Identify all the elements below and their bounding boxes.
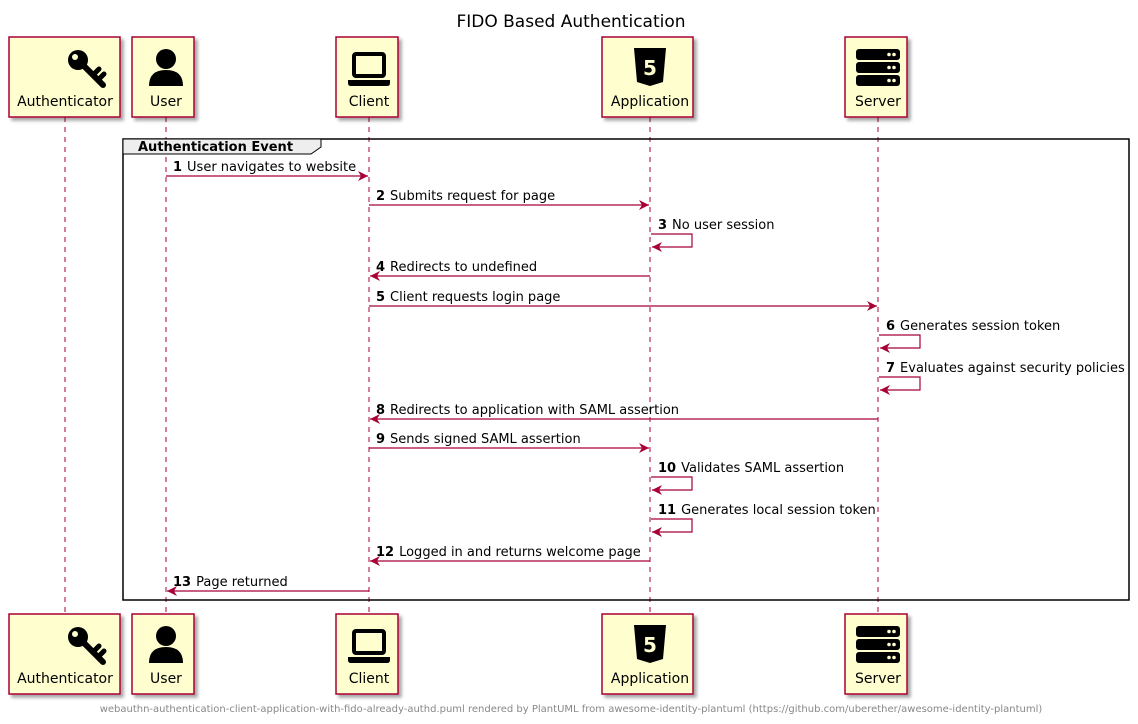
key-icon — [68, 50, 107, 88]
message-label: 12 Logged in and returns welcome page — [376, 545, 641, 560]
key-icon — [68, 627, 107, 665]
html5-icon: 5 — [634, 48, 666, 86]
message-label: 11 Generates local session token — [658, 503, 876, 518]
message-text: No user session — [672, 218, 774, 233]
html5-icon: 5 — [634, 625, 666, 663]
message-label: 5 Client requests login page — [376, 290, 560, 305]
message-label: 8 Redirects to application with SAML asse… — [376, 403, 679, 418]
participant-label: Application — [611, 671, 689, 687]
message-number: 3 — [658, 218, 667, 233]
participant-authenticator: Authenticator — [8, 613, 121, 695]
message-text: Redirects to application with SAML asser… — [390, 403, 679, 418]
participant-label: Server — [855, 671, 901, 687]
participant-label: Client — [349, 671, 390, 687]
message-4: 4 Redirects to undefined — [370, 260, 650, 281]
message-number: 13 — [173, 575, 191, 590]
group-frame: Authentication Event — [122, 138, 1130, 601]
message-label: 9 Sends signed SAML assertion — [376, 432, 581, 447]
message-number: 1 — [173, 160, 182, 175]
participant-label: Authenticator — [17, 671, 113, 687]
participant-server: Server — [844, 36, 908, 118]
message-7: 7 Evaluates against security policies — [879, 361, 1125, 395]
message-number: 4 — [376, 260, 385, 275]
message-text: Validates SAML assertion — [681, 461, 844, 476]
participant-label: Authenticator — [17, 94, 113, 110]
participant-user: User — [131, 36, 195, 118]
participant-label: Server — [855, 94, 901, 110]
message-number: 5 — [376, 290, 385, 305]
message-10: 10 Validates SAML assertion — [651, 461, 844, 495]
message-text: Submits request for page — [390, 189, 555, 204]
lifelines — [64, 117, 879, 614]
group-label: Authentication Event — [138, 140, 293, 155]
message-8: 8 Redirects to application with SAML asse… — [370, 403, 878, 424]
message-text: User navigates to website — [187, 160, 356, 175]
message-arrow — [651, 518, 693, 537]
message-text: Client requests login page — [390, 290, 560, 305]
laptop-icon — [348, 52, 390, 86]
message-2: 2 Submits request for page — [369, 189, 649, 210]
message-label: 3 No user session — [658, 218, 774, 233]
message-1: 1 User navigates to website — [166, 160, 368, 181]
message-label: 10 Validates SAML assertion — [658, 461, 844, 476]
message-label: 13 Page returned — [173, 575, 288, 590]
message-text: Redirects to undefined — [390, 260, 537, 275]
participant-server: Server — [844, 613, 908, 695]
messages: 1 User navigates to website 2 Submits reque… — [166, 160, 1125, 596]
message-text: Evaluates against security policies — [900, 361, 1125, 376]
participant-client: Client — [335, 613, 399, 695]
message-11: 11 Generates local session token — [651, 503, 876, 537]
message-text: Generates session token — [900, 319, 1060, 334]
message-label: 1 User navigates to website — [173, 160, 356, 175]
message-3: 3 No user session — [651, 218, 774, 252]
participant-label: Application — [611, 94, 689, 110]
message-arrow — [651, 476, 693, 495]
message-number: 12 — [376, 545, 394, 560]
participant-client: Client — [335, 36, 399, 118]
participant-authenticator: Authenticator — [8, 36, 121, 118]
message-text: Logged in and returns welcome page — [399, 545, 641, 560]
message-label: 7 Evaluates against security policies — [886, 361, 1125, 376]
participant-label: User — [150, 94, 182, 110]
message-6: 6 Generates session token — [879, 319, 1060, 353]
message-number: 9 — [376, 432, 385, 447]
message-number: 11 — [658, 503, 676, 518]
footer-caption: webauthn-authentication-client-applicati… — [100, 704, 1043, 715]
user-icon — [149, 49, 183, 86]
participant-user: User — [131, 613, 195, 695]
message-label: 6 Generates session token — [886, 319, 1060, 334]
diagram-title: FIDO Based Authentication — [456, 12, 685, 32]
server-icon — [856, 626, 900, 663]
laptop-icon — [348, 629, 390, 663]
message-label: 2 Submits request for page — [376, 189, 555, 204]
participant-label: User — [150, 671, 182, 687]
message-arrow — [651, 233, 693, 252]
svg-text:5: 5 — [643, 56, 657, 80]
message-label: 4 Redirects to undefined — [376, 260, 537, 275]
message-number: 8 — [376, 403, 385, 418]
message-number: 10 — [658, 461, 676, 476]
message-9: 9 Sends signed SAML assertion — [369, 432, 649, 453]
message-number: 2 — [376, 189, 385, 204]
server-icon — [856, 49, 900, 86]
message-text: Sends signed SAML assertion — [390, 432, 581, 447]
participant-label: Client — [349, 94, 390, 110]
message-arrow — [879, 376, 921, 395]
message-5: 5 Client requests login page — [369, 290, 877, 311]
message-number: 7 — [886, 361, 895, 376]
message-number: 6 — [886, 319, 895, 334]
message-13: 13 Page returned — [167, 575, 369, 596]
svg-text:5: 5 — [643, 633, 657, 657]
user-icon — [149, 626, 183, 663]
message-12: 12 Logged in and returns welcome page — [370, 545, 650, 566]
message-text: Generates local session token — [681, 503, 876, 518]
message-arrow — [879, 334, 921, 353]
message-text: Page returned — [196, 575, 288, 590]
